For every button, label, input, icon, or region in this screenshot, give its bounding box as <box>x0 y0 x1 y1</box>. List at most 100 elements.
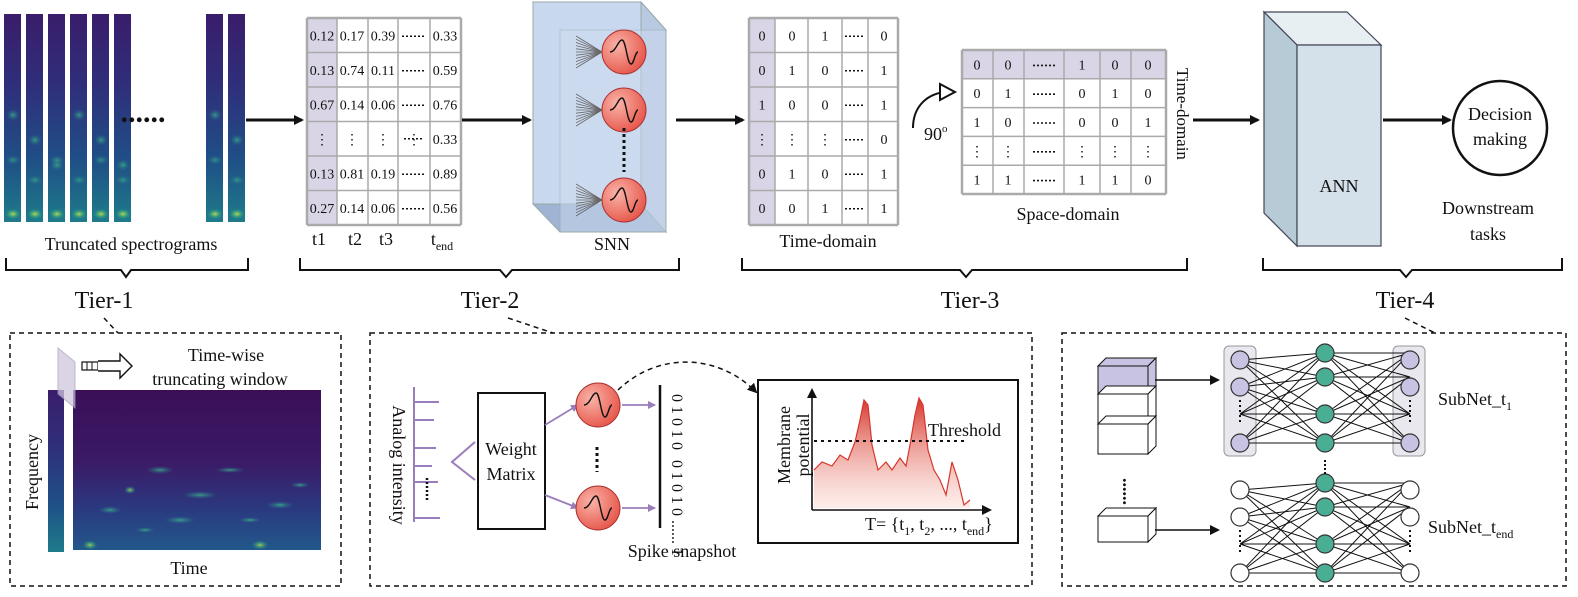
binary-cell: ⋮ <box>785 133 799 148</box>
input-node <box>1230 350 1250 370</box>
matrix-cell: ⋮ <box>315 133 329 148</box>
binary-cell: 1 <box>789 64 796 79</box>
tier2-brace <box>299 258 680 279</box>
binary-cell: 0 <box>881 133 888 148</box>
binary-cell: 0 <box>759 29 766 44</box>
matrix-cell: 0.14 <box>340 202 365 217</box>
binary-cell: 1 <box>881 167 888 182</box>
binary-cell: 1 <box>1079 58 1086 73</box>
input-node <box>1230 433 1250 453</box>
output-node <box>1400 507 1420 527</box>
tier1-inset: Time-wise truncating window Time Frequen… <box>22 345 321 578</box>
input-block <box>1097 515 1149 543</box>
decision-making-node: Decision making <box>1451 79 1549 177</box>
binary-cell: 0 <box>1079 87 1086 102</box>
binary-cell: ⋮ <box>1141 145 1155 160</box>
svg-text:Time-wise: Time-wise <box>188 345 264 365</box>
binary-cell: 1 <box>1005 174 1012 189</box>
output-node <box>1400 480 1420 500</box>
snn-label: SNN <box>594 234 630 254</box>
tier2-inset-frame <box>369 332 1033 587</box>
svg-text:Weight: Weight <box>485 439 537 459</box>
truncated-spectrograms-caption: Truncated spectrograms <box>45 234 218 254</box>
tier4-inset-frame <box>1061 332 1567 587</box>
binary-cell: ⋮ <box>970 145 984 160</box>
binary-cell: 0 <box>822 64 829 79</box>
binary-cell: 1 <box>822 29 829 44</box>
snn-block: SNN <box>531 0 668 254</box>
hidden-node <box>1315 367 1335 387</box>
downstream-label-line1: Downstream <box>1442 198 1534 218</box>
spike-snapshot-label: Spike snapshot <box>628 541 737 561</box>
matrix-cell: 0.67 <box>310 98 335 113</box>
tier4-inset: ...... SubNet_t1 SubNet_tend <box>1096 343 1513 583</box>
output-node <box>1400 350 1420 370</box>
binary-cell: 1 <box>1112 87 1119 102</box>
binary-cell: 0 <box>881 29 888 44</box>
matrix-cell: 0.19 <box>371 167 396 182</box>
matrix-cell: 0.06 <box>371 202 396 217</box>
matrix-cell: 0.74 <box>340 64 365 79</box>
tier4-label: Tier-4 <box>1376 288 1435 314</box>
ann-block: ANN <box>1262 10 1383 248</box>
spiking-neuron <box>601 87 647 133</box>
binary-cell: 0 <box>1005 116 1012 131</box>
matrix-cell: 0.76 <box>433 98 458 113</box>
svg-text:truncating window: truncating window <box>152 369 287 389</box>
tier4-brace <box>1262 258 1563 279</box>
rotation-angle: 90o <box>924 123 948 144</box>
matrix-cell: 0.39 <box>371 29 396 44</box>
binary-cell: 0 <box>1145 174 1152 189</box>
svg-text:Membrane: Membrane <box>774 406 794 484</box>
binary-cell: 1 <box>1079 174 1086 189</box>
ellipsis-dots: ...... <box>121 96 166 129</box>
binary-cell: 0 <box>789 29 796 44</box>
input-node <box>1230 377 1250 397</box>
time-axis-label: Time <box>170 558 207 578</box>
spiking-neuron <box>601 29 647 75</box>
binary-cell: 0 <box>1145 58 1152 73</box>
space-domain-caption: Space-domain <box>1017 204 1120 224</box>
matrix-cell: 0.13 <box>310 64 335 79</box>
binary-cell: 1 <box>881 98 888 113</box>
spectrogram-strip <box>228 14 245 222</box>
matrix-cell: 0.11 <box>371 64 395 79</box>
binary-cell: 0 <box>1145 87 1152 102</box>
binary-cell: ⋮ <box>1001 145 1015 160</box>
tier2-inset: Analog intensity Weight Matrix 0 1 0 1 0… <box>389 361 1019 561</box>
binary-cell: 1 <box>881 64 888 79</box>
time-domain-caption: Time-domain <box>779 231 876 251</box>
slide-arrow-icon <box>81 352 133 380</box>
binary-cell: 0 <box>789 98 796 113</box>
hidden-node <box>1315 563 1335 583</box>
rotate-90-icon: 90o <box>912 82 958 144</box>
output-node <box>1400 563 1420 583</box>
matrix-cell: 0.12 <box>310 29 335 44</box>
matrix-cell: 0.27 <box>310 202 335 217</box>
output-node <box>1400 377 1420 397</box>
membrane-plot-frame <box>757 379 1019 544</box>
matrix-cell: 0.06 <box>371 98 396 113</box>
spiking-neuron <box>601 177 647 223</box>
binary-cell: ⋮ <box>755 133 769 148</box>
matrix-cell: ⋮ <box>407 133 421 148</box>
spectrogram-strip <box>26 14 43 222</box>
binary-cell: 0 <box>1079 116 1086 131</box>
subnet-t1-label: SubNet_t1 <box>1438 389 1512 413</box>
input-node <box>1230 507 1250 527</box>
svg-text:Decision: Decision <box>1468 104 1532 124</box>
tier1-spectrograms: ...... Truncated spectrograms <box>4 14 246 254</box>
binary-cell: 0 <box>822 98 829 113</box>
binary-cell: ⋮ <box>1108 145 1122 160</box>
matrix-cell: 0.17 <box>340 29 365 44</box>
binary-cell: 0 <box>974 87 981 102</box>
time-set-formula: T= {t1, t2, ..., tend} <box>865 514 993 538</box>
spike-sequence-2: 0 1 0 1 0 ...... 1 <box>668 460 685 556</box>
hidden-node <box>1315 497 1335 517</box>
binary-cell: 0 <box>1112 58 1119 73</box>
subnet-tend-label: SubNet_tend <box>1428 517 1513 541</box>
stack-ellipsis: ...... <box>1119 478 1139 505</box>
binary-cell: 0 <box>974 58 981 73</box>
